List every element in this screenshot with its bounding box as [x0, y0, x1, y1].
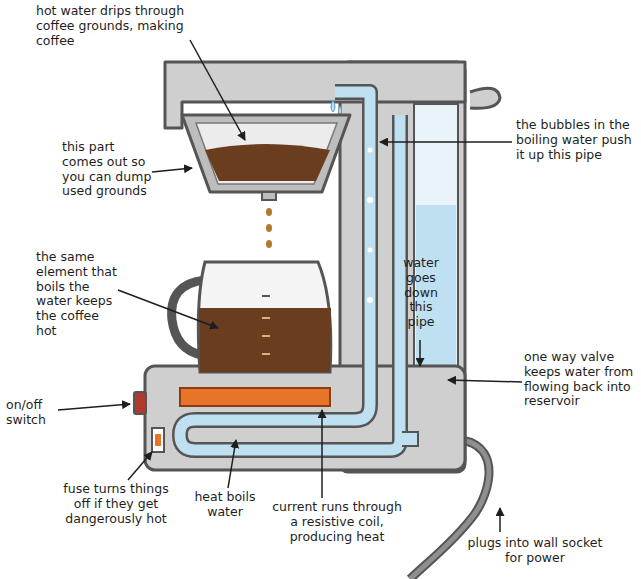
annotation-label: plugs into wall socket for power	[460, 536, 610, 566]
filter-basket	[182, 115, 350, 192]
annotation-label: current runs through a resistive coil, p…	[272, 500, 402, 544]
one-way-valve	[402, 432, 418, 446]
annotation-label: the bubbles in the boiling water push it…	[516, 118, 636, 162]
carafe-mark	[262, 335, 270, 337]
bubble	[368, 248, 373, 253]
carafe-mark	[262, 295, 270, 297]
leader-line	[380, 141, 512, 143]
on-off-switch	[134, 392, 146, 414]
coffee-drip	[266, 224, 272, 232]
brewed-coffee	[199, 308, 331, 372]
leader-line	[321, 410, 323, 498]
bubble	[367, 197, 373, 203]
leader-lines	[58, 40, 522, 532]
heating-element	[180, 388, 330, 406]
leader-line	[58, 404, 130, 410]
leader-line	[190, 40, 245, 140]
fuse	[152, 428, 164, 452]
fuse-element	[155, 434, 161, 446]
leader-line	[118, 290, 218, 328]
leader-line	[128, 452, 152, 480]
annotation-label: heat boils water	[180, 490, 270, 520]
coffee-grounds	[205, 144, 330, 181]
annotation-label: fuse turns things off if they get danger…	[62, 482, 170, 526]
filter-inner	[196, 123, 337, 184]
leader-line	[228, 440, 236, 488]
carafe-mark	[262, 317, 270, 319]
leader-line	[152, 168, 192, 172]
annotation-label: this part comes out so you can dump used…	[62, 140, 152, 199]
annotation-label: hot water drips through coffee grounds, …	[36, 4, 201, 48]
carafe	[198, 262, 330, 372]
carafe-mark	[262, 353, 270, 355]
leader-line	[419, 340, 421, 366]
water-tube	[180, 92, 400, 450]
leader-line	[499, 508, 501, 532]
top-handle	[470, 88, 500, 108]
coffee-drip	[266, 240, 272, 248]
water-tube-outline	[180, 92, 400, 450]
leader-line	[448, 380, 522, 382]
water-drip	[331, 100, 335, 112]
coffee-drip	[266, 208, 272, 216]
annotation-label: water goes down this pipe	[396, 256, 446, 330]
annotation-label: one way valve keeps water from flowing b…	[524, 350, 640, 409]
bubble	[368, 148, 373, 153]
annotation-label: on/off switch	[6, 398, 58, 428]
annotation-label: the same element that boils the water ke…	[36, 250, 118, 339]
bubble	[367, 297, 373, 303]
basket-spout	[262, 192, 276, 200]
